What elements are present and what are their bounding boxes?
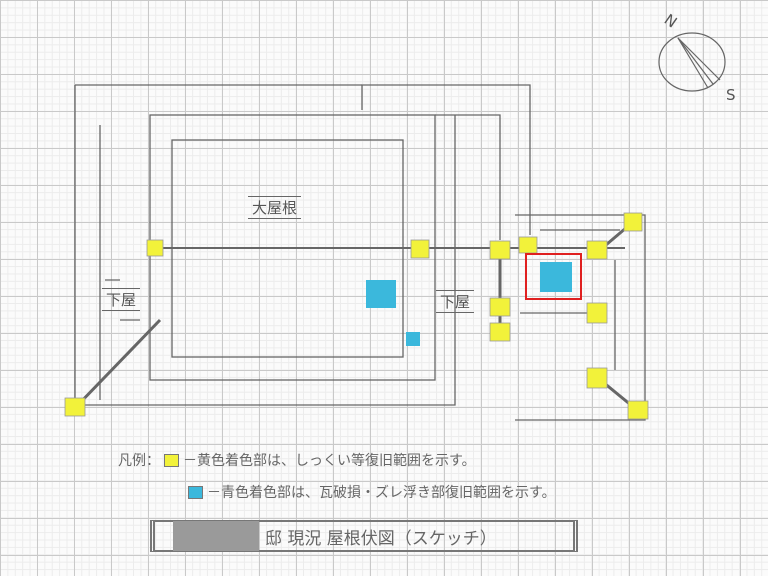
yellow-marker [627,400,649,420]
yellow-marker [586,367,608,389]
drawing-title: 邸 現況 屋根伏図（スケッチ） [265,528,497,549]
yellow-marker [586,240,608,260]
blue-marker [540,262,572,292]
yellow-marker [146,239,164,257]
blue-markers [366,262,572,346]
redacted-name [173,521,259,551]
lower-roof-left-label: 下屋 [102,288,141,311]
legend-yellow-text: －黄色着色部は、しっくい等復旧範囲を示す。 [183,453,476,469]
yellow-marker [489,297,511,317]
yellow-marker [586,302,608,324]
yellow-markers [64,212,649,420]
main-roof-label: 大屋根 [248,196,302,219]
highlight-box [525,253,582,300]
legend-heading: 凡例： [118,453,160,469]
yellow-marker [623,212,643,232]
legend-blue-text: －青色着色部は、瓦破損・ズレ浮き部復旧範囲を示す。 [207,485,556,501]
blue-swatch [188,485,203,499]
yellow-marker [64,397,86,417]
legend-row-blue: －青色着色部は、瓦破損・ズレ浮き部復旧範囲を示す。 [188,482,556,502]
yellow-marker [518,236,538,254]
compass [658,32,726,92]
blue-marker [406,332,420,346]
blue-marker [366,280,396,308]
lower-roof-right-label: 下屋 [436,290,475,313]
yellow-marker [489,322,511,342]
yellow-swatch [164,453,179,467]
legend-row-yellow: 凡例： －黄色着色部は、しっくい等復旧範囲を示す。 [118,450,476,470]
yellow-marker [489,240,511,260]
compass-south-label: S [726,86,736,104]
drawing-title-box: 邸 現況 屋根伏図（スケッチ） [150,520,578,552]
yellow-marker [410,239,430,259]
